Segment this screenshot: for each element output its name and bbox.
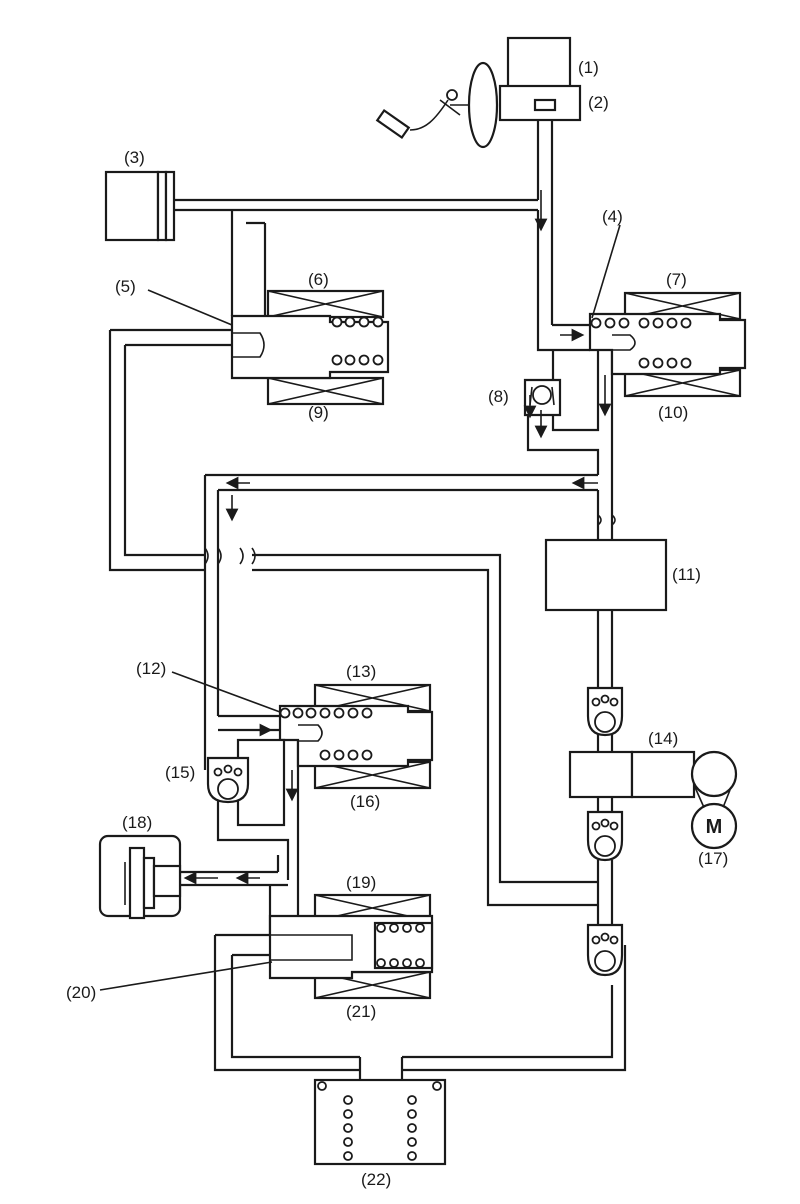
label-15: (15) <box>165 763 195 782</box>
label-1: (1) <box>578 58 599 77</box>
pressure-switch-block <box>544 538 668 612</box>
solenoid-valve-middle <box>236 683 434 827</box>
label-10: (10) <box>658 403 688 422</box>
master-cylinder-assembly <box>375 36 582 149</box>
check-valve-15 <box>206 756 250 804</box>
leader-lines <box>99 224 621 991</box>
label-8: (8) <box>488 387 509 406</box>
label-12: (12) <box>136 659 166 678</box>
low-pressure-reservoir <box>313 1078 447 1166</box>
reservoir <box>506 36 572 90</box>
label-6: (6) <box>308 270 329 289</box>
label-21: (21) <box>346 1002 376 1021</box>
brake-booster <box>467 61 499 149</box>
front-wheel-cylinder <box>104 170 176 242</box>
label-9: (9) <box>308 403 329 422</box>
callout-labels: (1) (2) (3) (4) (5) (6) (7) (8) (9) (10)… <box>66 58 728 1189</box>
solenoid-valve-left <box>125 289 390 406</box>
label-13: (13) <box>346 662 376 681</box>
label-18: (18) <box>122 813 152 832</box>
brake-pedal <box>409 99 449 131</box>
label-5: (5) <box>115 277 136 296</box>
label-20: (20) <box>66 983 96 1002</box>
label-14: (14) <box>648 729 678 748</box>
label-11: (11) <box>672 565 701 584</box>
label-22: (22) <box>361 1170 391 1189</box>
label-3: (3) <box>124 148 145 167</box>
motor <box>690 802 738 850</box>
label-7: (7) <box>666 270 687 289</box>
brake-lines <box>108 120 627 1080</box>
label-16: (16) <box>350 792 380 811</box>
motor-symbol: M <box>706 816 723 838</box>
label-19: (19) <box>346 873 376 892</box>
rear-wheel-cylinder <box>98 834 182 920</box>
check-valve-lower-right <box>586 923 624 977</box>
label-17: (17) <box>698 849 728 868</box>
flow-arrows <box>183 190 612 885</box>
label-2: (2) <box>588 93 609 112</box>
solenoid-valve-right <box>588 291 747 398</box>
pump-motor-wheel <box>690 750 738 798</box>
label-4: (4) <box>602 207 623 226</box>
pump-assembly: M <box>568 686 738 862</box>
pipe-crossovers <box>204 514 616 565</box>
solenoid-valve-lower <box>268 893 434 1000</box>
